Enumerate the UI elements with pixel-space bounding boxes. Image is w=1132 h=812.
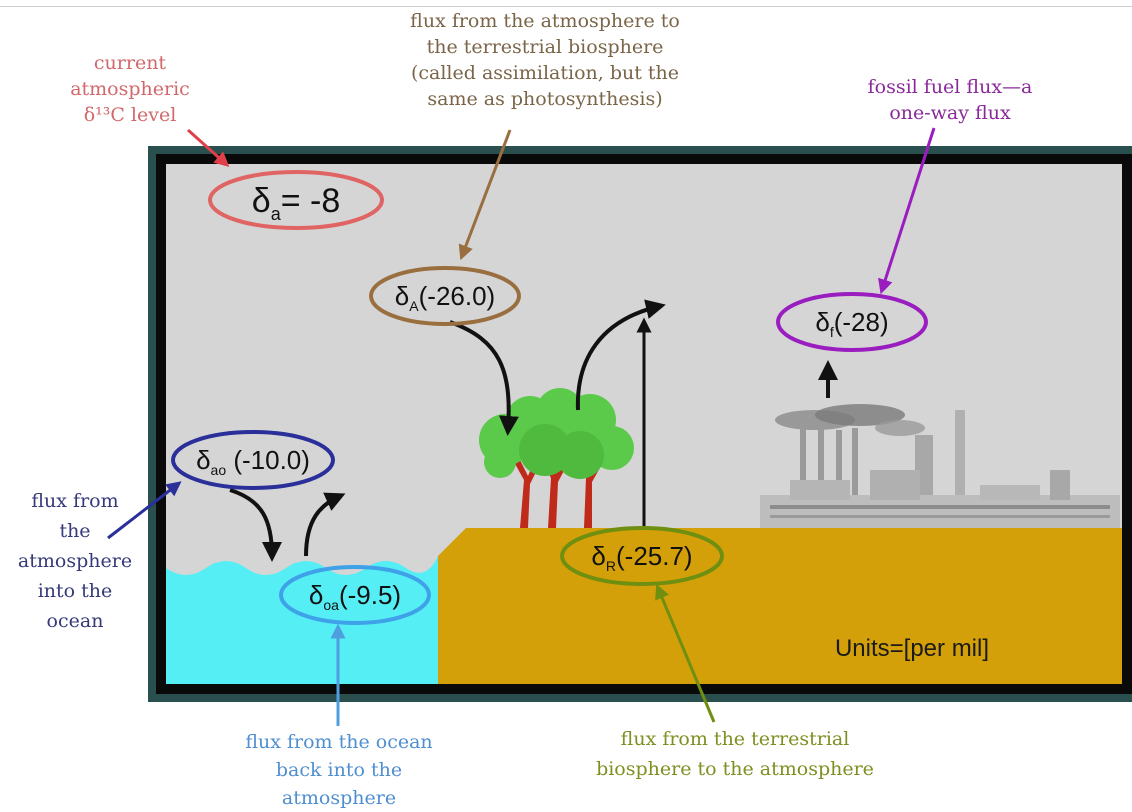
delta-a-ellipse <box>208 170 384 230</box>
atm-level-line-1: current <box>93 52 167 74</box>
atm-to-ocean-line-5: ocean <box>46 610 104 632</box>
delta-ao-ellipse <box>171 430 335 490</box>
assimilation-line-1: flux from the atmosphere to <box>410 10 680 32</box>
ocean-release-arrow <box>304 492 346 557</box>
delta-R-text: δR(-25.7) <box>591 541 692 574</box>
bio-to-atm-line-1: flux from the terrestrial <box>620 728 850 750</box>
atm-to-ocean-line-3: atmosphere <box>17 550 133 572</box>
atm-to-ocean-label: flux from the atmosphere into the ocean <box>0 486 150 636</box>
ocean-to-atm-line-1: flux from the ocean <box>245 731 433 753</box>
respiration-pointer <box>655 583 716 723</box>
land-region <box>438 528 1122 684</box>
assimilation-line-3: (called assimilation, but the <box>410 62 680 84</box>
bio-to-atm-label: flux from the terrestrial biosphere to t… <box>570 724 900 784</box>
atm-level-line-3: δ¹³C level <box>83 104 177 126</box>
assimilation-line-4: same as photosynthesis) <box>427 88 663 110</box>
delta-R-ellipse <box>560 526 724 586</box>
respiration-arrow-left <box>575 299 666 411</box>
bio-to-atm-line-2: biosphere to the atmosphere <box>596 758 874 780</box>
ocean-to-atm-label: flux from the ocean back into the atmosp… <box>224 728 454 812</box>
delta-f-text: δf(-28) <box>815 307 888 340</box>
fossil-label: fossil fuel flux—a one-way flux <box>840 74 1060 126</box>
atm-to-ocean-line-1: flux from <box>31 490 119 512</box>
ocean-to-atm-line-2: back into the <box>275 759 403 781</box>
fossil-pointer <box>878 127 936 295</box>
delta-A-ellipse <box>369 266 521 326</box>
fossil-line-2: one-way flux <box>889 102 1011 124</box>
ocean-to-atm-line-3: atmosphere <box>281 787 397 809</box>
trees-icon <box>479 388 634 528</box>
atm-to-ocean-line-4: into the <box>37 580 113 602</box>
top-divider <box>0 6 1132 7</box>
delta-oa-ellipse <box>279 565 431 625</box>
ocean-region <box>166 556 438 684</box>
ocean-uptake-arrow <box>229 488 282 562</box>
atm-level-pointer <box>186 128 230 168</box>
atm-ocean-pointer <box>107 481 182 540</box>
factory-icon <box>760 404 1120 528</box>
units-label: Units=[per mil] <box>835 635 989 662</box>
assimilation-line-2: the terrestrial biosphere <box>426 36 664 58</box>
atm-to-ocean-line-2: the <box>59 520 91 542</box>
assimilation-pointer <box>458 129 512 261</box>
delta-a-text: δa= -8 <box>252 182 341 224</box>
fossil-line-1: fossil fuel flux—a <box>867 76 1033 98</box>
delta-oa-text: δoa(-9.5) <box>309 580 401 613</box>
delta-f-ellipse <box>776 292 928 352</box>
assimilation-arrow <box>449 320 519 436</box>
assimilation-label: flux from the atmosphere to the terrestr… <box>380 8 710 112</box>
atm-level-label: current atmospheric δ¹³C level <box>40 50 220 128</box>
atm-level-line-2: atmospheric <box>70 78 190 100</box>
